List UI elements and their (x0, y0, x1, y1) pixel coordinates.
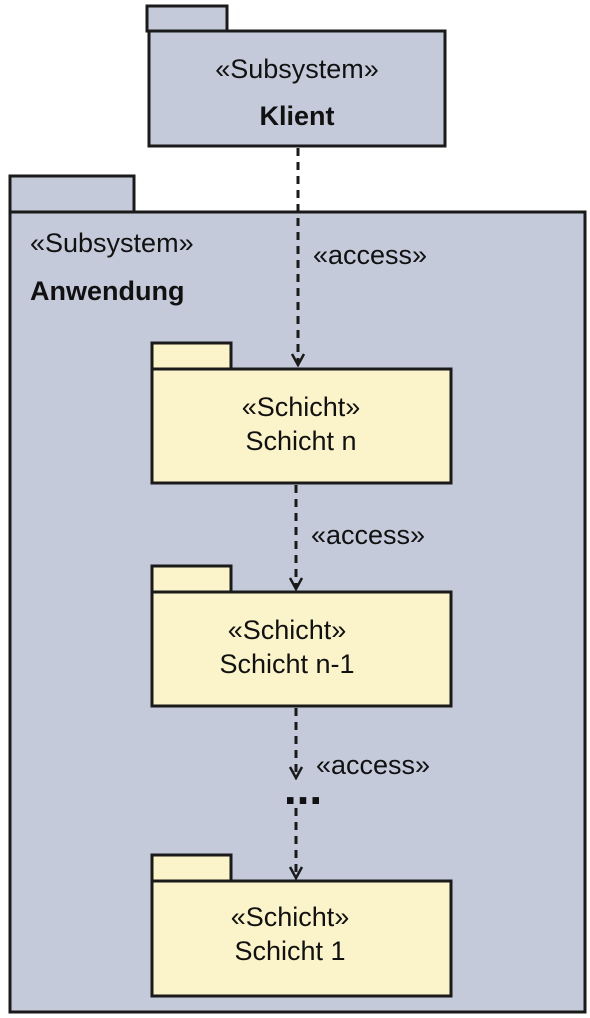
dependency-layer-n-1-to-layer-1: «access» ... (284, 708, 430, 878)
package-layer-1-stereotype: «Schicht» (231, 902, 350, 932)
package-layer-n-stereotype: «Schicht» (242, 392, 361, 422)
package-layer-n-1: «Schicht» Schicht n-1 (150, 564, 453, 708)
package-layer-1-name: Schicht 1 (234, 936, 345, 966)
package-anwendung-name: Anwendung (30, 276, 184, 306)
dependency-label: «access» (311, 520, 425, 550)
package-klient-body (147, 29, 447, 148)
package-klient-stereotype: «Subsystem» (215, 54, 379, 84)
package-layer-n-1-name: Schicht n-1 (219, 649, 354, 679)
dependency-layer-n-to-layer-n-1: «access» (296, 485, 425, 589)
package-layer-n-1-tab (150, 564, 233, 594)
package-layer-n-body (150, 367, 453, 485)
package-klient-tab (145, 4, 229, 33)
dependency-label: «access» (316, 750, 430, 780)
package-layer-n-tab (150, 341, 233, 371)
package-klient: «Subsystem» Klient (145, 4, 447, 148)
package-layer-1: «Schicht» Schicht 1 (150, 853, 453, 998)
package-anwendung-stereotype: «Subsystem» (30, 228, 194, 258)
package-anwendung-tab (8, 174, 136, 214)
package-klient-name: Klient (259, 101, 334, 131)
package-layer-1-body (150, 879, 453, 998)
package-layer-n-name: Schicht n (245, 426, 356, 456)
dependency-label: «access» (313, 240, 427, 270)
package-layer-n-1-body (150, 590, 453, 708)
package-layer-1-tab (150, 853, 233, 883)
package-layer-n-1-stereotype: «Schicht» (228, 615, 347, 645)
dependency-klient-to-layer-n: «access» (298, 148, 427, 365)
package-layer-n: «Schicht» Schicht n (150, 341, 453, 485)
ellipsis: ... (284, 762, 322, 814)
